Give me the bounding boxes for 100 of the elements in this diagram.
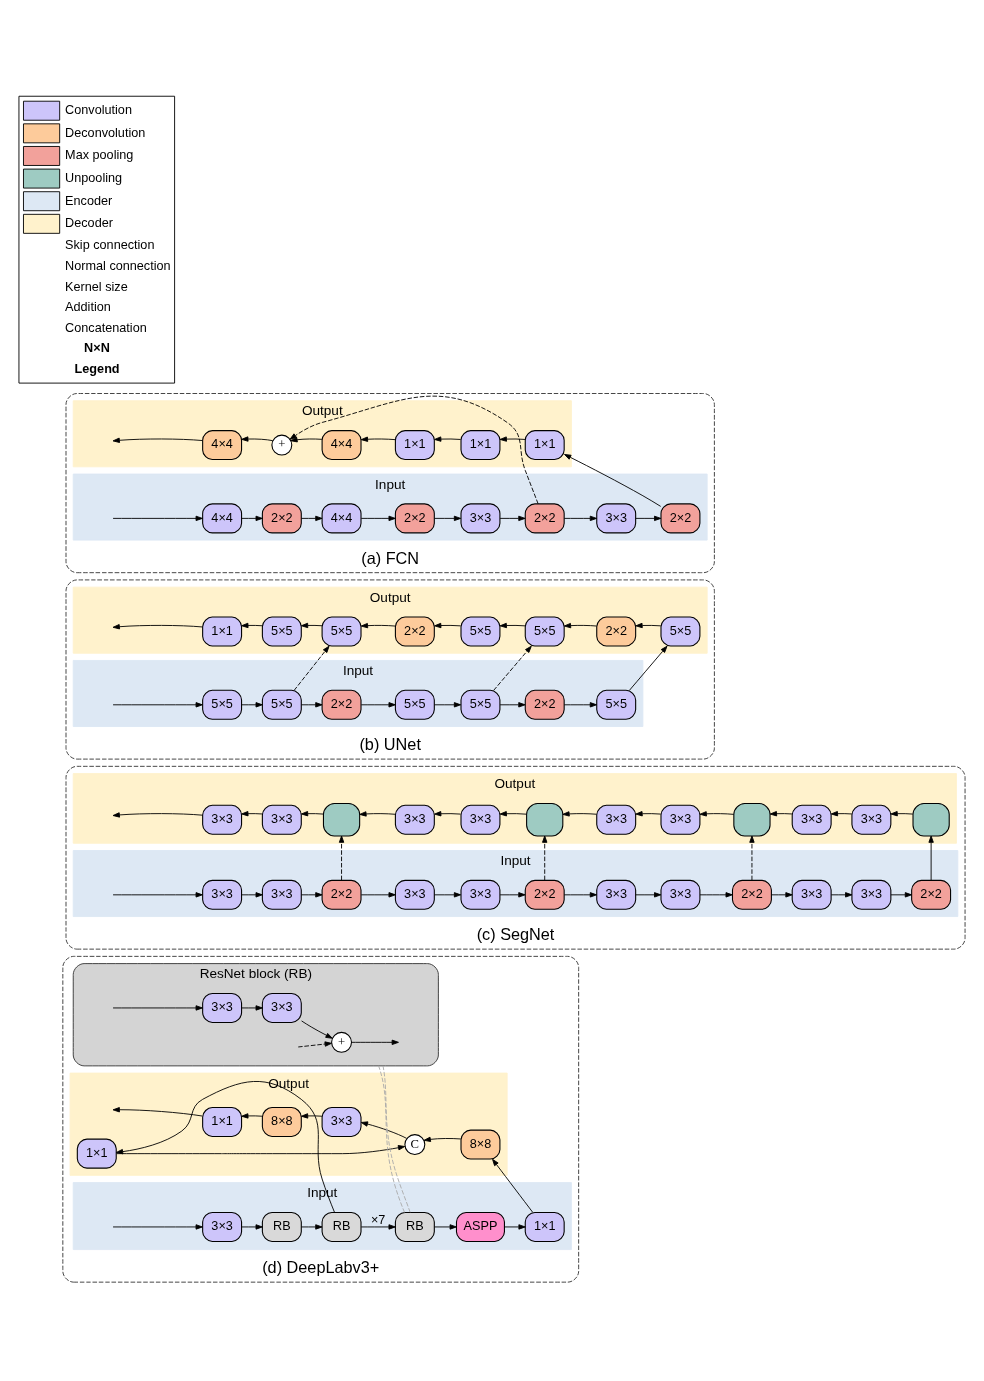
node-circle: +	[271, 434, 293, 456]
arrow	[112, 437, 203, 443]
node-box: 3×3	[202, 1211, 243, 1242]
legend-label: Convolution	[65, 102, 132, 117]
arrow	[112, 891, 203, 897]
arrow	[289, 395, 539, 504]
arrow	[434, 435, 462, 442]
node-box: 1×1	[524, 1211, 565, 1242]
node-box: 3×3	[202, 992, 243, 1023]
node-box: 2×2	[731, 879, 772, 910]
node-box: 3×3	[460, 804, 501, 835]
arrow	[434, 891, 462, 897]
arrow	[928, 835, 934, 881]
arrow	[635, 515, 662, 521]
arrow	[300, 622, 323, 628]
arrow	[423, 1136, 462, 1142]
arrow	[112, 1004, 203, 1011]
arrow	[504, 1223, 526, 1230]
arrow	[434, 701, 462, 707]
arrow	[241, 1112, 263, 1119]
arrow	[499, 810, 527, 816]
node-box: 5×5	[460, 689, 501, 720]
arrow	[360, 436, 396, 442]
node-box: 1×1	[394, 429, 435, 460]
label: Legend	[74, 361, 120, 376]
arrow	[499, 622, 526, 628]
node-box: 8×8	[261, 1106, 302, 1137]
node-box	[733, 802, 771, 837]
arrow	[360, 1223, 396, 1230]
node-box: 3×3	[596, 502, 637, 533]
node-box: 5×5	[596, 689, 637, 720]
legend-label: Unpooling	[65, 170, 123, 185]
arrow	[241, 701, 263, 707]
node-box: 4×4	[202, 429, 243, 460]
legend-label: Skip connection	[65, 237, 155, 252]
arrow	[300, 1223, 323, 1230]
node-box: 3×3	[261, 992, 302, 1023]
node-box: 3×3	[660, 879, 701, 910]
node-circle: C	[404, 1133, 426, 1155]
node-box: 2×2	[394, 615, 435, 647]
arrow	[499, 701, 526, 707]
arrow	[563, 891, 598, 897]
connector	[382, 1064, 411, 1213]
arrow	[699, 810, 735, 816]
node-box: 5×5	[321, 615, 362, 647]
node-box: 3×3	[261, 879, 302, 910]
arrow	[112, 623, 203, 629]
node-box: 5×5	[261, 615, 302, 647]
node-circle: +	[331, 1031, 353, 1053]
arrow	[493, 645, 532, 691]
arrow	[499, 891, 526, 897]
arrow	[300, 810, 324, 816]
node-box: 2×2	[524, 879, 565, 910]
node-box: 2×2	[596, 615, 637, 647]
arrow	[112, 515, 203, 521]
node-box: 4×4	[202, 502, 243, 533]
arrow	[112, 1106, 203, 1116]
arrow	[241, 810, 263, 816]
arrow	[890, 891, 913, 897]
arrow	[297, 1040, 332, 1047]
arrow	[300, 515, 323, 521]
legend-label: Encoder	[65, 193, 113, 208]
legend-label: Addition	[65, 299, 111, 314]
arrow	[241, 1223, 263, 1230]
legend-label: Concatenation	[65, 320, 147, 335]
node-box: 4×4	[321, 429, 362, 460]
node-box: 1×1	[202, 615, 243, 647]
node-box: 2×2	[321, 689, 362, 720]
node-box: 3×3	[202, 804, 243, 835]
node-box	[912, 802, 950, 837]
arrow	[241, 891, 263, 897]
node-box: 5×5	[202, 689, 243, 720]
arrow	[116, 1144, 406, 1154]
arrow	[434, 622, 462, 628]
node-box: 1×1	[76, 1138, 117, 1169]
node-box: 3×3	[596, 879, 637, 910]
arrow	[241, 515, 263, 521]
arrow	[360, 622, 396, 628]
node-box: 2×2	[911, 879, 952, 910]
node-box: 8×8	[460, 1129, 501, 1160]
node-box: 1×1	[460, 429, 501, 460]
arrow	[359, 810, 396, 817]
arrow	[293, 645, 330, 691]
arrow	[300, 891, 323, 897]
legend-label: Max pooling	[65, 147, 134, 162]
node-box: 3×3	[394, 879, 435, 910]
node-box: 2×2	[394, 502, 435, 533]
arrow	[300, 701, 323, 707]
node-box: 2×2	[660, 502, 701, 533]
node-box: RB	[394, 1211, 435, 1242]
arrow	[499, 515, 526, 521]
node-box: RB	[261, 1211, 302, 1242]
arrow	[542, 835, 548, 881]
legend-label: Kernel size	[65, 279, 128, 294]
connector	[378, 1064, 405, 1213]
arrow	[360, 515, 396, 521]
legend-label: Deconvolution	[65, 125, 146, 140]
arrow	[290, 436, 323, 442]
node-box: RB	[321, 1211, 362, 1242]
arrow	[492, 1158, 534, 1213]
